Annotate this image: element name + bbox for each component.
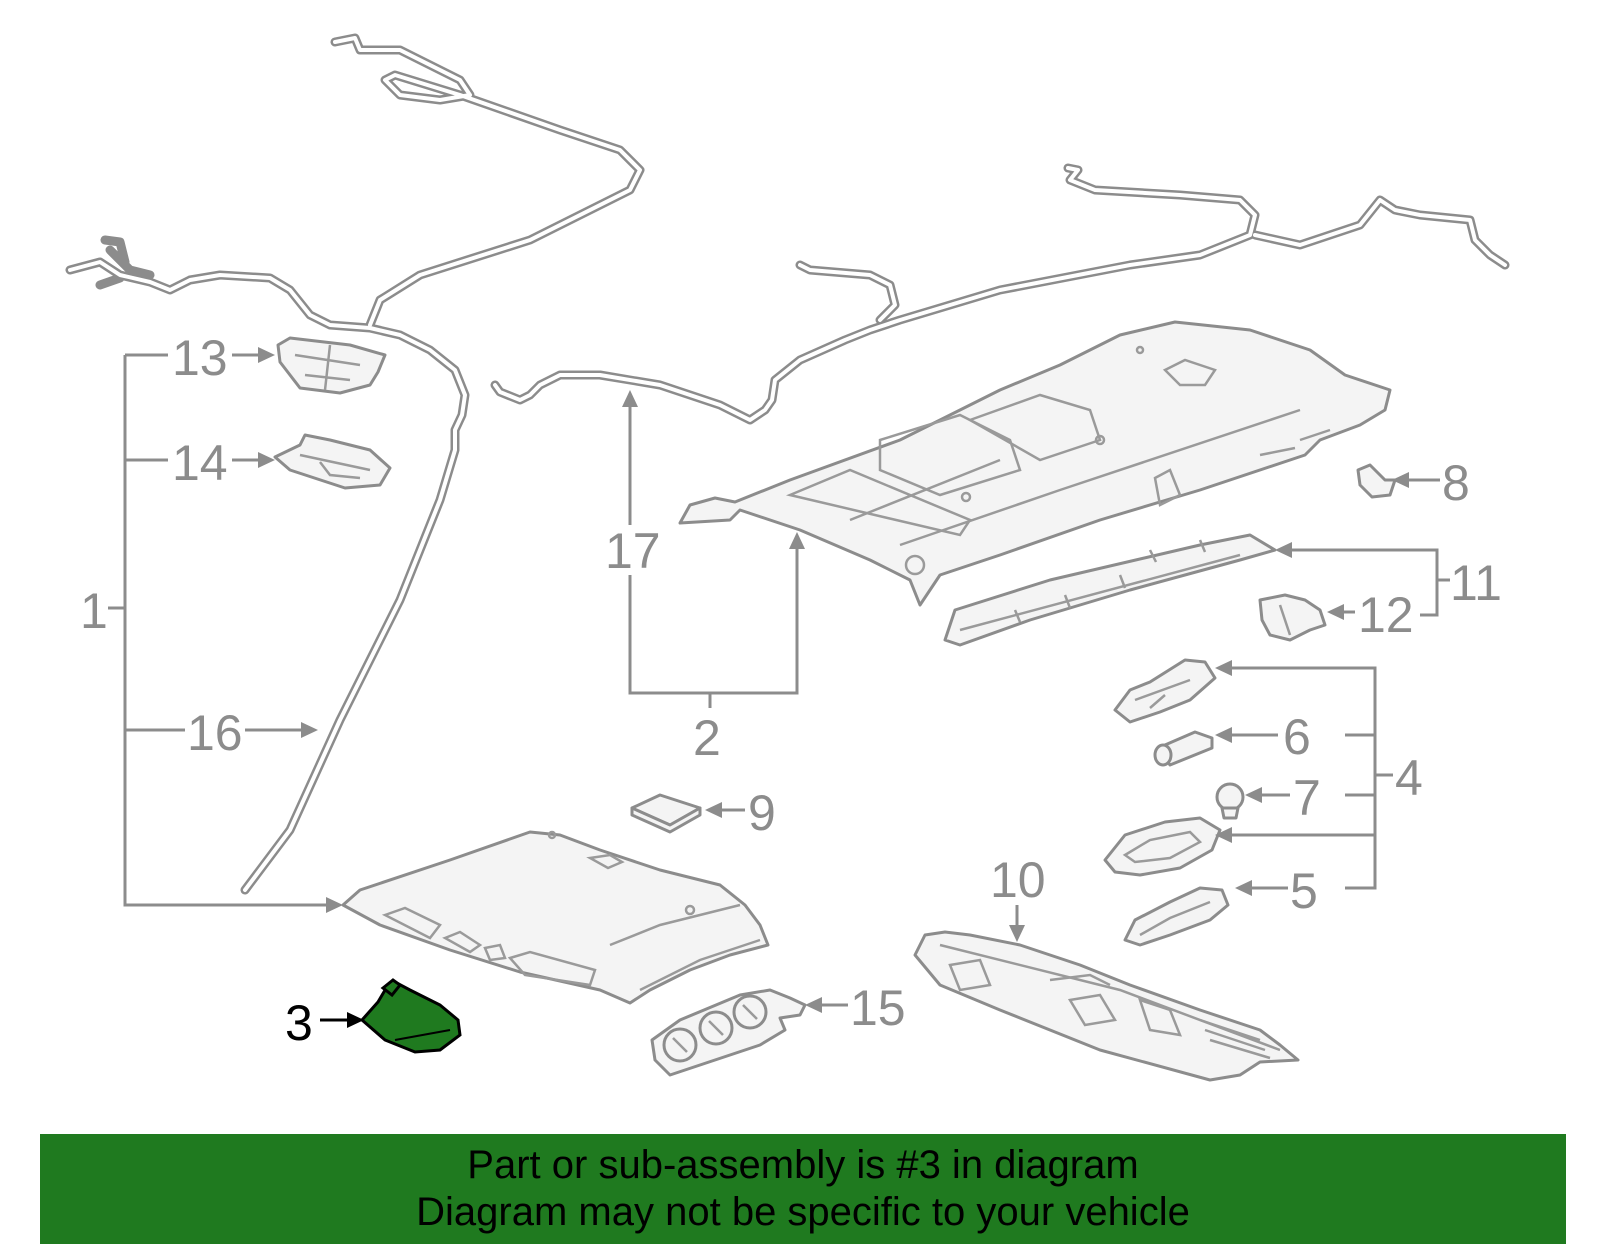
part-5-lens	[1123, 886, 1230, 947]
part-7-bulb	[1215, 782, 1245, 820]
callout-3[interactable]: 3	[285, 995, 313, 1051]
part-9-pad	[630, 793, 702, 834]
wiring-harness-right	[490, 163, 1510, 425]
part-3-sun-visor[interactable]	[359, 978, 462, 1054]
banner-line-disclaimer: Diagram may not be specific to your vehi…	[416, 1190, 1190, 1234]
part-12-clip	[1258, 593, 1327, 642]
part-17-headliner	[678, 320, 1392, 607]
part-6-bulb	[1153, 730, 1214, 767]
part-1-headliner	[341, 830, 770, 1005]
callout-10: 10	[990, 852, 1046, 908]
part-4-lens	[1103, 816, 1222, 877]
leader-lines	[108, 347, 1450, 1028]
info-banner: Part or sub-assembly is #3 in diagram Di…	[40, 1134, 1566, 1244]
callout-6: 6	[1283, 709, 1311, 765]
part-13-bracket	[276, 336, 387, 395]
wiring-harness-left	[65, 33, 645, 895]
callout-13: 13	[172, 330, 228, 386]
callout-11: 11	[1450, 555, 1502, 611]
callout-2: 2	[693, 710, 721, 766]
callout-9: 9	[748, 785, 776, 841]
callout-12: 12	[1358, 587, 1414, 643]
callout-4: 4	[1395, 750, 1423, 806]
callout-17: 17	[605, 523, 661, 579]
callout-8: 8	[1442, 455, 1470, 511]
banner-line-part: Part or sub-assembly is #3 in diagram	[467, 1143, 1139, 1187]
part-15-control-panel	[650, 988, 807, 1077]
callout-5: 5	[1290, 863, 1318, 919]
part-4-lamp-assembly	[1113, 658, 1217, 724]
part-8-clip	[1356, 463, 1397, 499]
callout-16: 16	[187, 705, 243, 761]
part-11-trim-rail	[943, 533, 1277, 647]
callout-7: 7	[1293, 770, 1321, 826]
callout-1: 1	[80, 583, 108, 639]
part-10-overhead-console	[913, 930, 1300, 1082]
callout-15: 15	[850, 980, 906, 1036]
callout-labels: 1 2 3 4 5 6 7 8 9 10 11 12 13 14 15 16 1…	[80, 330, 1502, 1051]
part-14-bracket	[273, 433, 392, 490]
callout-14: 14	[172, 435, 228, 491]
